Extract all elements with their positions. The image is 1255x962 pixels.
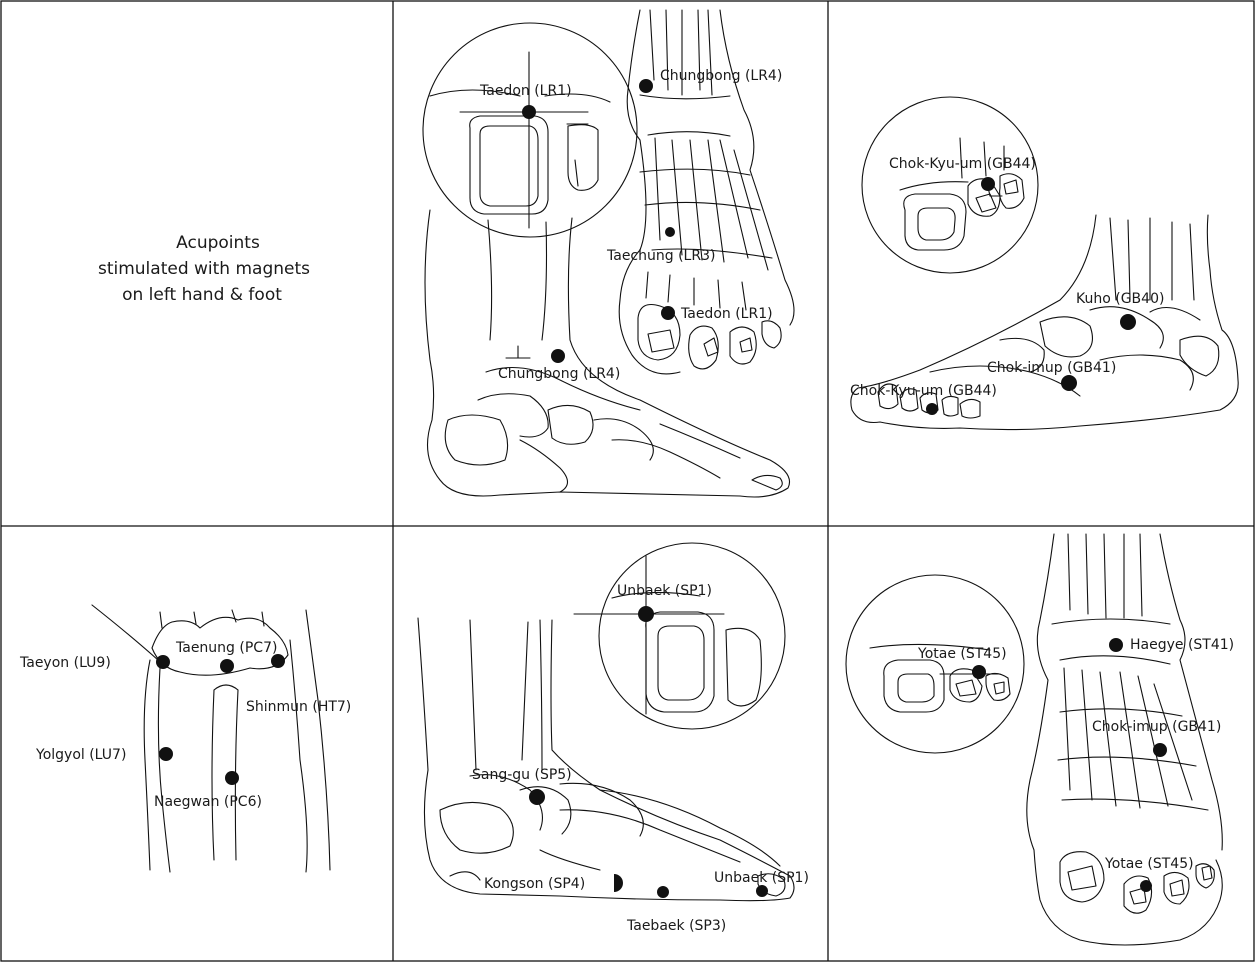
- title-line-2: stimulated with magnets: [98, 259, 310, 279]
- label-yotae-st45-foot: Yotae (ST45): [1104, 856, 1194, 872]
- label-chok-imup-gb41: Chok-imup (GB41): [987, 360, 1116, 376]
- label-taeyon-lu9: Taeyon (LU9): [19, 655, 111, 671]
- label-taenung-pc7: Taenung (PC7): [175, 640, 277, 656]
- medial-foot: [418, 618, 794, 901]
- label-taedon-lr1-foot: Taedon (LR1): [680, 306, 773, 322]
- label-chok-kyu-um-gb44-foot: Chok-Kyu-um (GB44): [850, 383, 997, 399]
- label-shinmun-ht7: Shinmun (HT7): [246, 699, 351, 715]
- label-naegwan-pc6: Naegwan (PC6): [154, 794, 262, 810]
- label-yotae-st45-inset: Yotae (ST45): [917, 646, 1007, 662]
- title-line-3: on left hand & foot: [122, 285, 282, 305]
- label-haegye-st41: Haegye (ST41): [1130, 637, 1234, 653]
- panel-stomach: Yotae (ST45) Haegye (ST41) Chok-imup (GB…: [846, 534, 1234, 945]
- label-sang-gu-sp5: Sang-gu (SP5): [472, 767, 572, 783]
- label-taedon-lr1-inset: Taedon (LR1): [479, 83, 572, 99]
- panel-liver: Taedon (LR1) Chungbong (LR4) Taechung (L…: [423, 10, 794, 497]
- panel-spleen: Unbaek (SP1) Sang-gu (SP5) Kongson (SP4)…: [418, 543, 809, 934]
- big-toe-inset-sp: [574, 543, 785, 729]
- label-unbaek-sp1-inset: Unbaek (SP1): [617, 583, 712, 599]
- title-line-1: Acupoints: [176, 233, 260, 253]
- hand-labels: Taeyon (LU9) Taenung (PC7) Shinmun (HT7)…: [19, 640, 351, 810]
- toe-inset-gb: [862, 97, 1038, 273]
- label-unbaek-sp1-foot: Unbaek (SP1): [714, 870, 809, 886]
- label-kuho-gb40: Kuho (GB40): [1076, 291, 1164, 307]
- title-cell: Acupoints stimulated with magnets on lef…: [98, 233, 310, 305]
- gb-labels: Chok-Kyu-um (GB44) Kuho (GB40) Chok-imup…: [850, 156, 1164, 399]
- panel-gallbladder: Chok-Kyu-um (GB44) Kuho (GB40) Chok-imup…: [850, 97, 1238, 430]
- label-taebaek-sp3: Taebaek (SP3): [626, 918, 726, 934]
- label-yolgyol-lu7: Yolgyol (LU7): [35, 747, 126, 763]
- label-chungbong-lr4-top: Chungbong (LR4): [660, 68, 782, 84]
- stomach-labels: Yotae (ST45) Haegye (ST41) Chok-imup (GB…: [917, 637, 1234, 872]
- label-chok-imup-gb41-st: Chok-imup (GB41): [1092, 719, 1221, 735]
- toe-inset-st: [846, 575, 1024, 753]
- label-chungbong-lr4-ankle: Chungbong (LR4): [498, 366, 620, 382]
- big-toe-inset: [423, 23, 637, 237]
- label-kongson-sp4: Kongson (SP4): [484, 876, 585, 892]
- dorsal-foot-st: [1027, 534, 1222, 945]
- panel-hand: Taeyon (LU9) Taenung (PC7) Shinmun (HT7)…: [19, 605, 351, 872]
- label-taechung-lr3: Taechung (LR3): [606, 248, 715, 264]
- label-chok-kyu-um-gb44-inset: Chok-Kyu-um (GB44): [889, 156, 1036, 172]
